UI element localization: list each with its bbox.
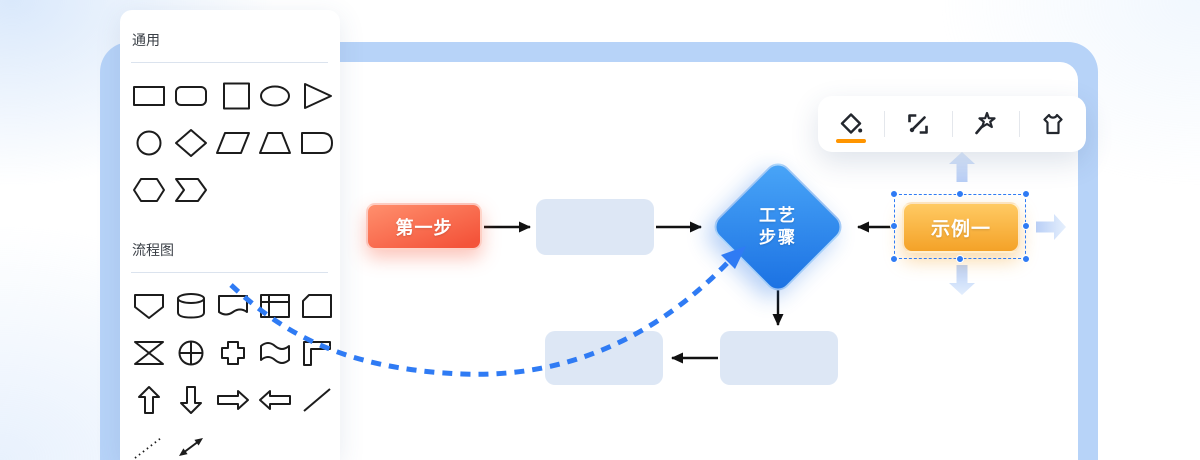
shape-paper-tape[interactable] bbox=[257, 338, 299, 385]
shape-diamond[interactable] bbox=[173, 128, 215, 175]
shape-rounded-rectangle[interactable] bbox=[173, 81, 215, 128]
loop-limit-icon bbox=[303, 341, 331, 366]
dotted-line-icon bbox=[134, 437, 162, 459]
shape-delay[interactable] bbox=[299, 128, 341, 175]
section-title-flowchart: 流程图 bbox=[132, 242, 174, 258]
theme-shirt-icon bbox=[1043, 113, 1063, 135]
shape-plus[interactable] bbox=[215, 338, 257, 385]
node-placeholder-bottom-left[interactable] bbox=[545, 331, 663, 385]
fill-color-icon bbox=[840, 113, 863, 134]
floating-toolbar bbox=[818, 96, 1086, 152]
shape-ellipse[interactable] bbox=[257, 81, 299, 128]
selection-outline bbox=[894, 194, 1026, 259]
shape-card[interactable] bbox=[299, 291, 341, 338]
magic-wand-button[interactable] bbox=[953, 96, 1019, 152]
line-icon bbox=[303, 388, 331, 412]
selection-handle-bottom-right[interactable] bbox=[1022, 255, 1030, 263]
or-junction-icon bbox=[178, 340, 204, 366]
shape-hexagon[interactable] bbox=[131, 175, 173, 222]
block-arrow-right-icon bbox=[217, 390, 249, 410]
shape-line[interactable] bbox=[299, 385, 341, 432]
theme-shirt-button[interactable] bbox=[1020, 96, 1086, 152]
shape-off-page-connector[interactable] bbox=[131, 291, 173, 338]
shape-triangle[interactable] bbox=[299, 81, 341, 128]
node-step1-label: 第一步 bbox=[395, 217, 453, 238]
general-shape-grid bbox=[131, 81, 333, 222]
shape-collate[interactable] bbox=[131, 338, 173, 385]
divider bbox=[131, 272, 328, 273]
off-page-connector-icon bbox=[134, 294, 164, 319]
selection-handle-top-left[interactable] bbox=[890, 190, 898, 198]
selection-handle-bottom-mid[interactable] bbox=[956, 255, 964, 263]
selection-handle-right-mid[interactable] bbox=[1022, 222, 1030, 230]
selection-handle-bottom-left[interactable] bbox=[890, 255, 898, 263]
magic-wand-icon bbox=[974, 111, 996, 135]
selection-handle-top-mid[interactable] bbox=[956, 190, 964, 198]
ellipse-icon bbox=[260, 85, 290, 107]
rectangle-icon bbox=[133, 86, 165, 106]
shape-or-junction[interactable] bbox=[173, 338, 215, 385]
rounded-rectangle-icon bbox=[175, 86, 207, 106]
shape-square[interactable] bbox=[215, 81, 257, 128]
selection-handle-top-right[interactable] bbox=[1022, 190, 1030, 198]
selection-handle-left-mid[interactable] bbox=[890, 222, 898, 230]
node-step1[interactable]: 第一步 bbox=[366, 203, 482, 250]
toolbar-divider bbox=[884, 111, 886, 137]
shape-library-panel: 通用 流程图 bbox=[120, 10, 340, 460]
square-icon bbox=[223, 82, 250, 110]
shape-circle[interactable] bbox=[131, 128, 173, 175]
block-arrow-down-icon bbox=[180, 386, 202, 414]
toolbar-divider bbox=[951, 111, 953, 137]
toolbar-divider bbox=[1018, 111, 1020, 137]
delay-icon bbox=[301, 132, 333, 154]
shape-document[interactable] bbox=[215, 291, 257, 338]
trapezoid-icon bbox=[259, 132, 291, 154]
node-placeholder-top[interactable] bbox=[536, 199, 654, 255]
style-brush-button[interactable] bbox=[885, 96, 951, 152]
circle-icon bbox=[136, 130, 162, 156]
node-example1[interactable]: 示例一 bbox=[902, 202, 1020, 253]
hexagon-icon bbox=[133, 178, 165, 202]
collate-icon bbox=[134, 341, 164, 365]
add-shape-arrow-up[interactable] bbox=[949, 152, 975, 182]
parallelogram-icon bbox=[216, 132, 250, 154]
double-arrow-icon bbox=[179, 438, 203, 456]
chevron-icon bbox=[175, 178, 207, 202]
shape-block-arrow-down[interactable] bbox=[173, 385, 215, 432]
shape-parallelogram[interactable] bbox=[215, 128, 257, 175]
shape-dotted-line[interactable] bbox=[131, 432, 173, 460]
divider bbox=[131, 62, 328, 63]
card-icon bbox=[302, 294, 332, 318]
paper-tape-icon bbox=[260, 342, 290, 364]
diamond-icon bbox=[175, 129, 207, 157]
section-title-general: 通用 bbox=[132, 32, 160, 48]
shape-block-arrow-left[interactable] bbox=[257, 385, 299, 432]
fill-color-button[interactable] bbox=[818, 96, 884, 152]
add-shape-arrow-right[interactable] bbox=[1036, 214, 1066, 240]
shape-database[interactable] bbox=[173, 291, 215, 338]
flowchart-shape-grid bbox=[131, 291, 332, 460]
internal-storage-icon bbox=[260, 294, 290, 318]
plus-icon bbox=[221, 341, 245, 365]
node-placeholder-bottom-right[interactable] bbox=[720, 331, 838, 385]
active-fill-color-bar bbox=[836, 139, 867, 143]
style-brush-icon bbox=[908, 114, 929, 134]
shape-internal-storage[interactable] bbox=[257, 291, 299, 338]
add-shape-arrow-down[interactable] bbox=[949, 265, 975, 295]
shape-block-arrow-right[interactable] bbox=[215, 385, 257, 432]
shape-rectangle[interactable] bbox=[131, 81, 173, 128]
triangle-icon bbox=[304, 83, 332, 109]
node-example1-label: 示例一 bbox=[930, 219, 991, 240]
shape-chevron[interactable] bbox=[173, 175, 215, 222]
document-icon bbox=[218, 295, 248, 316]
shape-block-arrow-up[interactable] bbox=[131, 385, 173, 432]
shape-double-arrow[interactable] bbox=[173, 432, 215, 460]
node-decision-label: 工艺 步骤 bbox=[759, 206, 797, 247]
block-arrow-left-icon bbox=[259, 390, 291, 410]
database-icon bbox=[177, 293, 205, 319]
block-arrow-up-icon bbox=[138, 386, 160, 414]
shape-loop-limit[interactable] bbox=[299, 338, 341, 385]
shape-trapezoid[interactable] bbox=[257, 128, 299, 175]
